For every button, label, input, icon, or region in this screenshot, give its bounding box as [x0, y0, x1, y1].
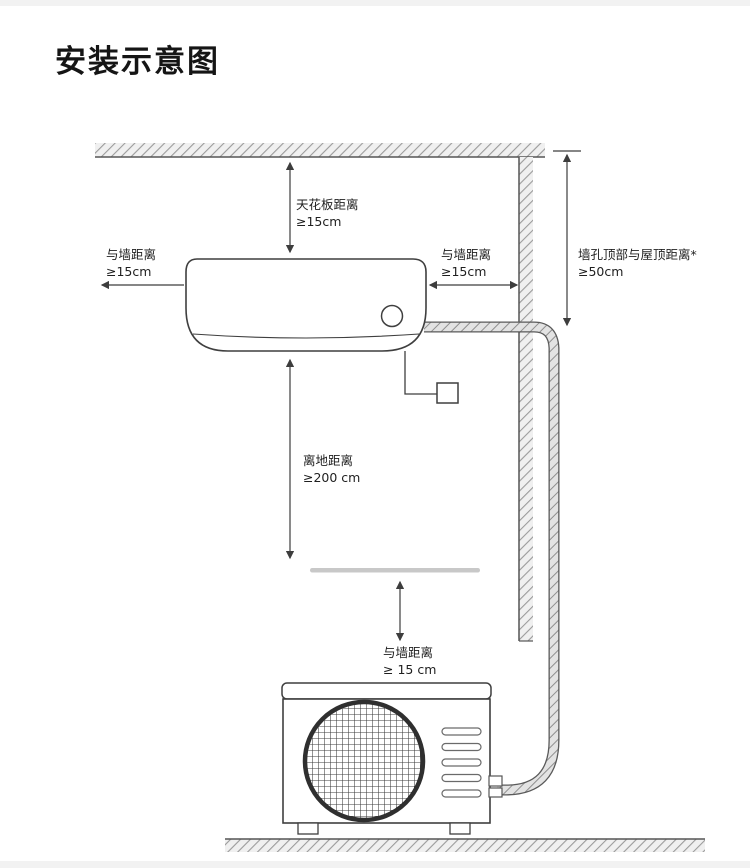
- page-bottom-margin: [0, 861, 750, 868]
- hose-connector: [488, 775, 503, 798]
- side-louvers: [441, 727, 482, 798]
- outdoor-unit-foot-left: [297, 822, 319, 835]
- indoor-unit: [185, 258, 427, 352]
- label-floor-clearance: 离地距离 ≥200 cm: [303, 452, 360, 486]
- label-right-wall-clearance-name: 与墙距离: [441, 247, 492, 262]
- ceiling-hatch: [95, 143, 545, 158]
- label-wall-hole-roof-clearance-name: 墙孔顶部与屋顶距离*: [578, 247, 697, 262]
- outdoor-unit-foot-right: [449, 822, 471, 835]
- outdoor-unit-lid: [281, 682, 492, 700]
- label-floor-clearance-value: ≥200 cm: [303, 470, 361, 485]
- label-wall-hole-roof-clearance-value: ≥50cm: [578, 264, 624, 279]
- label-right-wall-clearance: 与墙距离 ≥15cm: [441, 246, 491, 280]
- label-right-wall-clearance-value: ≥15cm: [441, 264, 487, 279]
- label-ceiling-clearance: 天花板距离 ≥15cm: [296, 196, 359, 230]
- outdoor-unit: [281, 682, 503, 835]
- wall-hatch: [518, 157, 533, 642]
- label-left-wall-clearance-name: 与墙距离: [106, 247, 157, 262]
- ground-hatch: [225, 838, 705, 852]
- fan-grille: [302, 699, 426, 823]
- label-ceiling-clearance-name: 天花板距离: [296, 197, 359, 212]
- indoor-unit-indicator: [380, 304, 404, 328]
- shelf-line: [310, 568, 480, 573]
- drain-wire: [404, 351, 459, 404]
- label-outdoor-wall-clearance: 与墙距离 ≥ 15 cm: [383, 644, 436, 678]
- label-left-wall-clearance: 与墙距离 ≥15cm: [106, 246, 156, 280]
- label-ceiling-clearance-value: ≥15cm: [296, 214, 342, 229]
- page-top-margin: [0, 0, 750, 6]
- label-outdoor-wall-clearance-value: ≥ 15 cm: [383, 662, 437, 677]
- indoor-unit-flap-line: [192, 333, 420, 339]
- refrigerant-hose: [424, 321, 560, 796]
- drain-box: [436, 382, 459, 404]
- dim-wall-hole-arrow: [553, 150, 581, 327]
- label-left-wall-clearance-value: ≥15cm: [106, 264, 152, 279]
- label-floor-clearance-name: 离地距离: [303, 453, 354, 468]
- page-title: 安装示意图: [55, 44, 220, 80]
- label-wall-hole-roof-clearance: 墙孔顶部与屋顶距离* ≥50cm: [578, 246, 697, 280]
- label-outdoor-wall-clearance-name: 与墙距离: [383, 645, 434, 660]
